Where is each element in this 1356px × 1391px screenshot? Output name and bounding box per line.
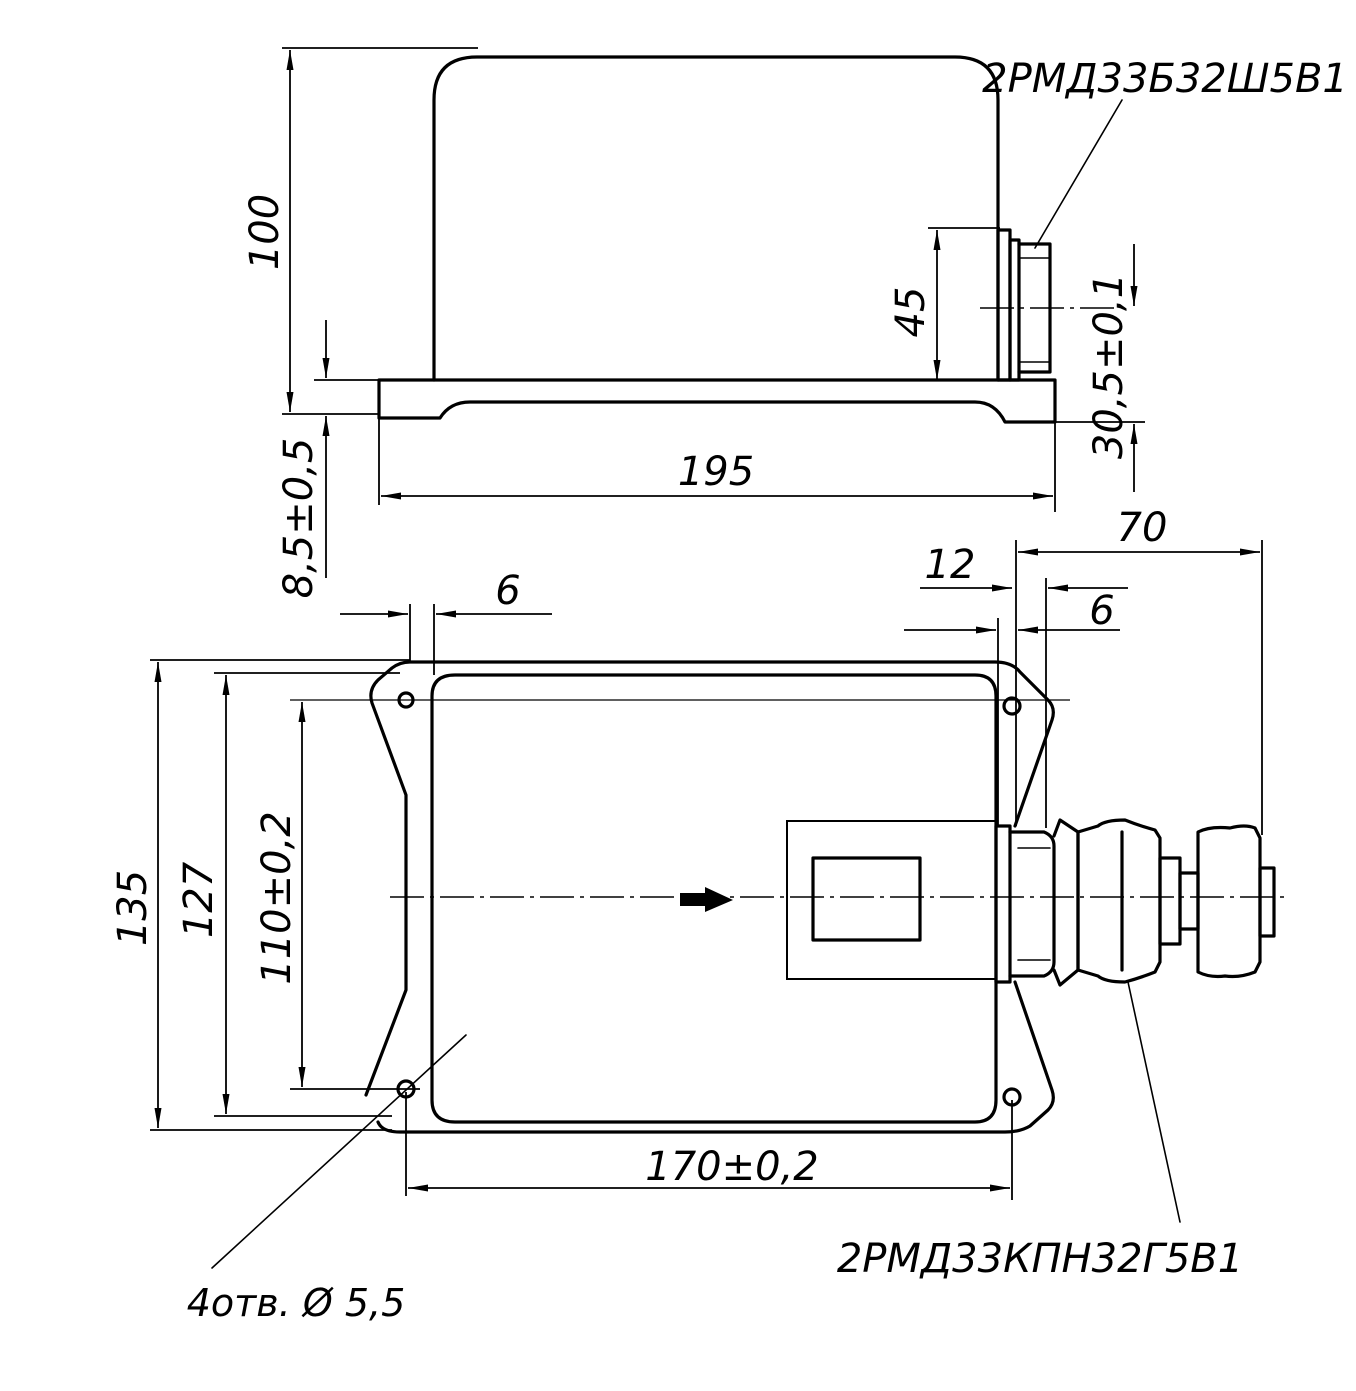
dim-connector-height-label: 45 <box>888 287 934 338</box>
dim-connector-axis-label: 30,5±0,1 <box>1086 273 1132 459</box>
direction-arrow-icon <box>680 887 733 912</box>
plug <box>1076 818 1276 984</box>
plan-connector <box>994 818 1080 987</box>
base-plate <box>377 378 1057 424</box>
dim-hole-spacing-x-label: 170±0,2 <box>645 1144 818 1190</box>
dim-hole-spacing-y-label: 110±0,2 <box>254 811 300 984</box>
connector-label-leader <box>1034 99 1123 249</box>
holes-label: 4отв. Ø 5,5 <box>187 1281 406 1325</box>
mount-hole-top-right <box>1002 696 1022 716</box>
dim-base-label: 8,5±0,5 <box>276 438 322 599</box>
dim-connector-reach-label: 70 <box>1117 505 1168 551</box>
nameplate <box>786 820 997 980</box>
dim-hole-offset-label: 6 <box>495 568 520 614</box>
dim-width-label: 135 <box>110 870 156 946</box>
plug-label: 2РМД33КПН32Г5В1 <box>837 1236 1243 1282</box>
plan-view: 70 12 6 6 135 127 110±0,2 <box>110 505 1290 1325</box>
dim-flange-label: 12 <box>925 542 976 588</box>
housing-plan-outline <box>430 673 998 1124</box>
dim-length-label: 195 <box>678 449 754 495</box>
plug-label-leader <box>1127 981 1181 1223</box>
dim-inner-width-label: 127 <box>176 861 222 938</box>
side-connector <box>996 228 1052 382</box>
holes-leader <box>211 1034 467 1269</box>
nameplate-window <box>811 856 922 942</box>
housing-outline <box>432 55 1000 382</box>
side-view: 100 45 30,5±0,1 8,5±0,5 195 2РМД33Б32Ш5В… <box>242 47 1348 599</box>
side-connector-label: 2РМД33Б32Ш5В1 <box>982 56 1348 102</box>
dim-connector-offset-label: 6 <box>1089 588 1114 634</box>
dim-height-label: 100 <box>242 194 288 270</box>
